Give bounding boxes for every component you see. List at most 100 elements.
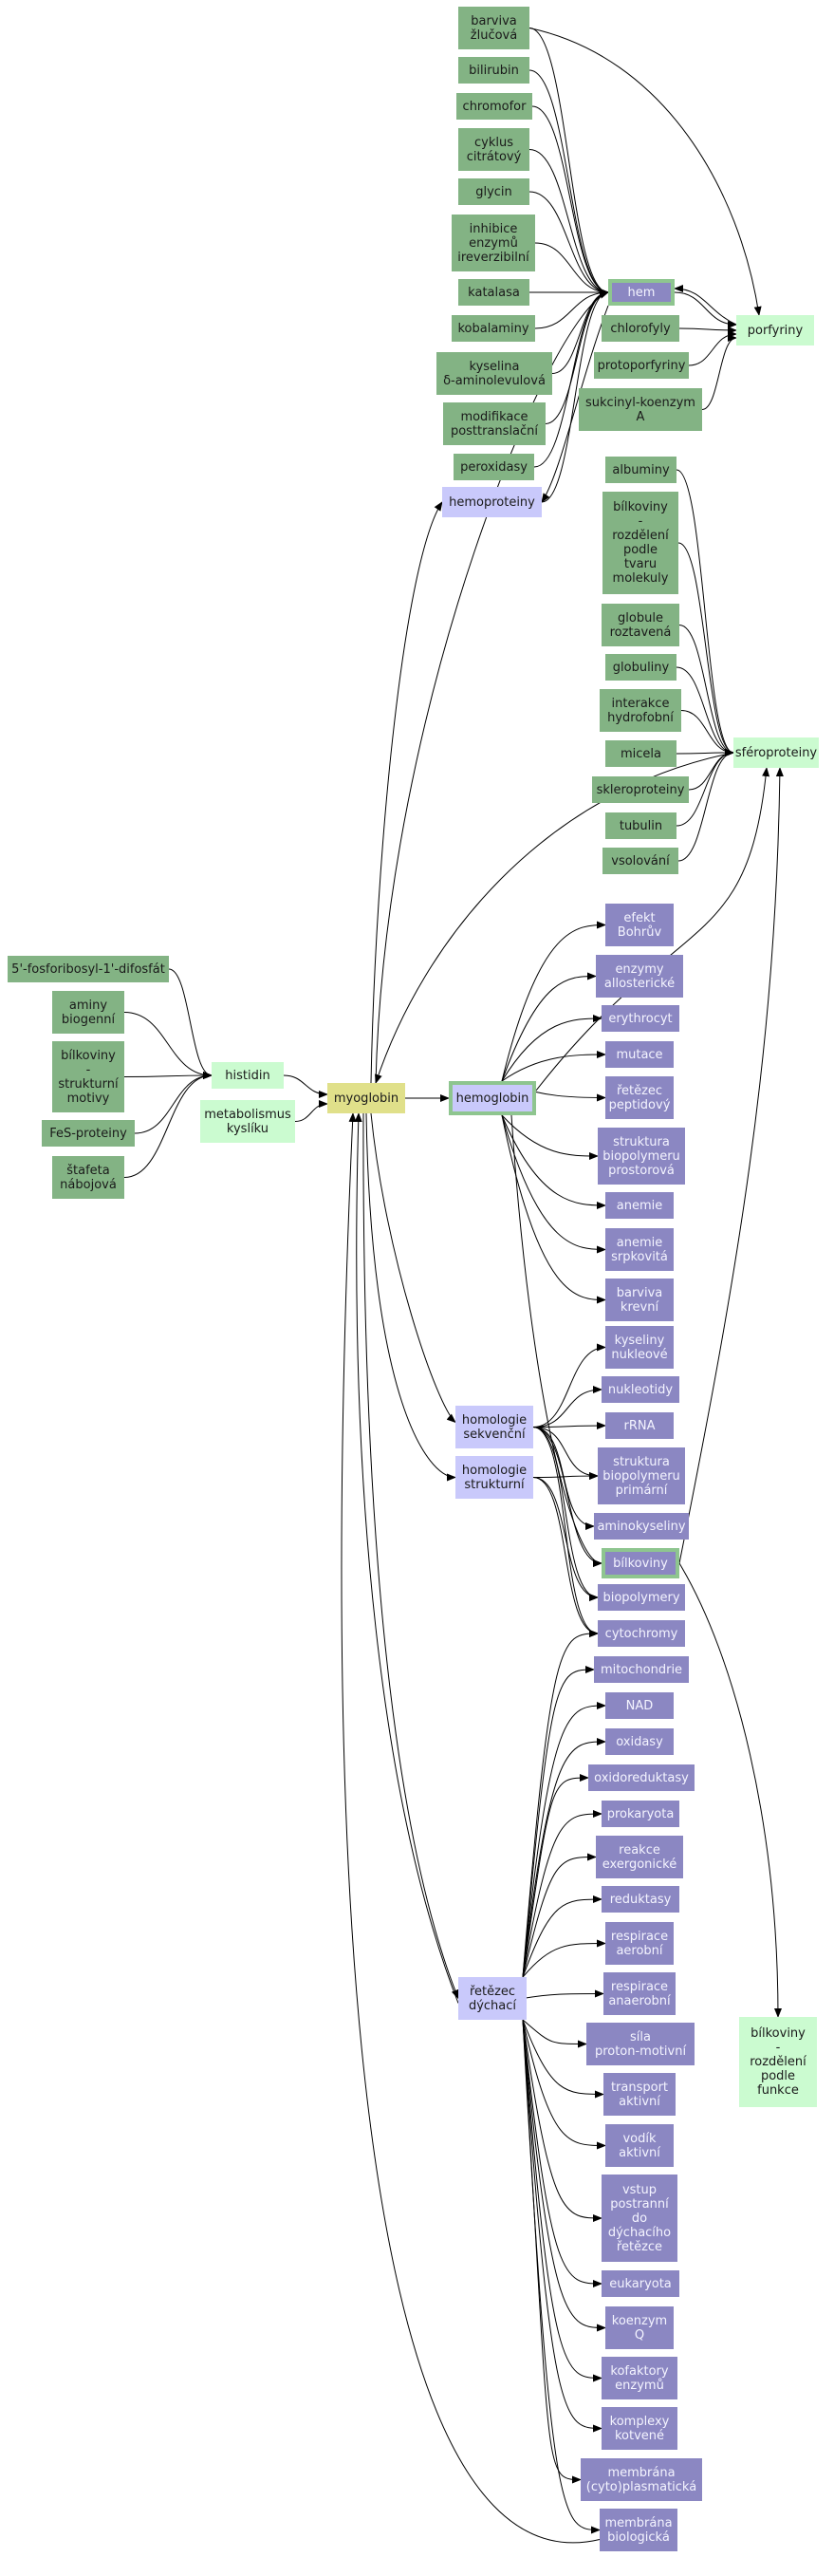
- edge-retezec-dychaci-kofaktory-enzymu: [522, 2019, 602, 2382]
- node-prokaryota[interactable]: prokaryota: [602, 1801, 679, 1827]
- node-tubulin[interactable]: tubulin: [605, 812, 676, 839]
- node-hem[interactable]: hem: [608, 279, 675, 306]
- node-transport-aktivni[interactable]: transport aktivní: [603, 2073, 676, 2116]
- node-bilkoviny[interactable]: bílkoviny: [602, 1548, 679, 1578]
- node-reduktasy[interactable]: reduktasy: [602, 1886, 679, 1913]
- node-biopolymery[interactable]: biopolymery: [598, 1584, 685, 1611]
- edge-globuliny-sferoproteiny: [676, 666, 734, 756]
- node-oxidoreduktasy[interactable]: oxidoreduktasy: [588, 1764, 695, 1791]
- node-myoglobin[interactable]: myoglobin: [327, 1083, 405, 1113]
- node-retezec-dychaci[interactable]: řetězec dýchací: [458, 1977, 527, 2020]
- node-vsolovani[interactable]: vsolování: [602, 848, 678, 874]
- node-homologie-strukturni[interactable]: homologie strukturní: [455, 1456, 533, 1499]
- edge-retezec-dychaci-myoglobin: [354, 1112, 459, 2004]
- node-chlorofyly[interactable]: chlorofyly: [602, 315, 679, 342]
- edge-retezec-dychaci-prokaryota: [522, 1810, 602, 1978]
- edge-retezec-dychaci-cytochromy: [522, 1630, 599, 1978]
- node-peroxidasy[interactable]: peroxidasy: [454, 454, 534, 480]
- node-kofaktory-enzymu[interactable]: kofaktory enzymů: [602, 2357, 677, 2399]
- node-rrna[interactable]: rRNA: [605, 1412, 674, 1439]
- node-bilkoviny-strukturni-motivy[interactable]: bílkoviny - strukturní motivy: [52, 1041, 124, 1112]
- edge-myoglobin-homologie-strukturni: [365, 1112, 456, 1482]
- node-reakce-exergonicke[interactable]: reakce exergonické: [596, 1836, 683, 1878]
- node-glycin[interactable]: glycin: [458, 178, 529, 205]
- node-bilkoviny-funkce[interactable]: bílkoviny - rozdělení podle funkce: [739, 2017, 817, 2107]
- edge-hemoglobin-anemie: [501, 1114, 606, 1209]
- node-interakce-hydrofobni[interactable]: interakce hydrofobní: [600, 689, 681, 732]
- node-vodik-aktivni[interactable]: vodík aktivní: [605, 2124, 674, 2167]
- node-struktura-primarni[interactable]: struktura biopolymeru primární: [598, 1447, 685, 1504]
- edge-barviva-zlucova-hem: [528, 28, 609, 296]
- node-stafeta-nabojova[interactable]: štafeta nábojová: [52, 1156, 124, 1199]
- node-albuminy[interactable]: albuminy: [605, 457, 676, 483]
- node-anemie-srpkovita[interactable]: anemie srpkovitá: [605, 1228, 674, 1271]
- edge-micela-sferoproteiny: [676, 749, 734, 757]
- edge-sukcinyl-koenzym-a-porfyriny: [701, 334, 737, 410]
- node-barviva-zlucova[interactable]: barviva žlučová: [458, 7, 529, 49]
- node-membrana-biologicka[interactable]: membrána biologická: [600, 2509, 677, 2551]
- node-respirace-aerobni[interactable]: respirace aerobní: [605, 1922, 674, 1965]
- node-porfyriny[interactable]: porfyriny: [736, 315, 814, 345]
- node-vstup-postranni[interactable]: vstup postranní do dýchacího řetězce: [602, 2175, 677, 2262]
- edge-retezec-dychaci-reduktasy: [522, 1895, 602, 1978]
- node-histidin[interactable]: histidin: [212, 1062, 284, 1089]
- node-efekt-bohruv[interactable]: efekt Bohrův: [605, 904, 674, 946]
- node-aminy-biogenni[interactable]: aminy biogenní: [52, 991, 124, 1034]
- node-sila-proton-motivni[interactable]: síla proton-motivní: [586, 2023, 695, 2065]
- edge-retezec-dychaci-oxidasy: [522, 1738, 606, 1978]
- node-eukaryota[interactable]: eukaryota: [602, 2270, 679, 2297]
- node-inhibice-enzymu[interactable]: inhibice enzymů ireverzibilní: [452, 215, 535, 271]
- edge-bilkoviny-strukturni-motivy-histidin: [123, 1072, 213, 1080]
- edge-glycin-hem: [528, 191, 609, 296]
- node-mutace[interactable]: mutace: [605, 1041, 674, 1068]
- node-protoporfyriny[interactable]: protoporfyriny: [594, 352, 689, 379]
- edge-metabolismus-kysliku-myoglobin: [294, 1100, 328, 1122]
- node-skleroproteiny[interactable]: skleroproteiny: [592, 776, 689, 803]
- node-homologie-sekvencni[interactable]: homologie sekvenční: [455, 1406, 533, 1448]
- node-globuliny[interactable]: globuliny: [605, 654, 676, 681]
- node-membrana-cytoplasmaticka[interactable]: membrána (cyto)plasmatická: [581, 2458, 702, 2501]
- node-globule-roztavena[interactable]: globule roztavená: [602, 604, 679, 646]
- node-sferoproteiny[interactable]: sféroproteiny: [733, 737, 819, 768]
- edge-homologie-sekvencni-rrna: [532, 1422, 606, 1430]
- edge-barviva-zlucova-porfyriny: [528, 28, 762, 316]
- node-enzymy-allostericke[interactable]: enzymy allosterické: [596, 955, 683, 998]
- node-kobalaminy[interactable]: kobalaminy: [452, 315, 535, 342]
- node-anemie[interactable]: anemie: [605, 1192, 674, 1219]
- node-oxidasy[interactable]: oxidasy: [605, 1728, 674, 1755]
- node-fosforibosyl-difosfat[interactable]: 5'-fosforibosyl-1'-difosfát: [8, 956, 169, 982]
- node-aminokyseliny[interactable]: aminokyseliny: [594, 1513, 689, 1540]
- edge-chromofor-hem: [531, 105, 609, 296]
- node-fes-proteiny[interactable]: FeS-proteiny: [42, 1120, 135, 1147]
- node-micela[interactable]: micela: [605, 740, 676, 767]
- node-barviva-krevni[interactable]: barviva krevní: [605, 1279, 674, 1321]
- edge-fosforibosyl-difosfat-histidin: [168, 968, 213, 1079]
- node-chromofor[interactable]: chromofor: [456, 93, 532, 120]
- node-erythrocyt[interactable]: erythrocyt: [602, 1005, 679, 1032]
- node-katalasa[interactable]: katalasa: [458, 279, 529, 306]
- node-hemoglobin[interactable]: hemoglobin: [449, 1081, 536, 1115]
- node-kyseliny-nukleove[interactable]: kyseliny nukleové: [605, 1326, 674, 1369]
- node-retezec-peptidovy[interactable]: řetězec peptidový: [605, 1076, 674, 1119]
- node-modifikace-posttranslacni[interactable]: modifikace posttranslační: [443, 402, 546, 445]
- node-metabolismus-kysliku[interactable]: metabolismus kyslíku: [200, 1100, 295, 1143]
- node-komplexy-kotvene[interactable]: komplexy kotvené: [602, 2407, 677, 2450]
- node-mitochondrie[interactable]: mitochondrie: [594, 1656, 689, 1683]
- node-cytochromy[interactable]: cytochromy: [598, 1620, 685, 1647]
- edge-retezec-dychaci-respirace-aerobni: [522, 1939, 606, 1978]
- node-struktura-prostorova[interactable]: struktura biopolymeru prostorová: [598, 1128, 685, 1185]
- node-cyklus-citratovy[interactable]: cyklus citrátový: [458, 128, 529, 171]
- node-nukleotidy[interactable]: nukleotidy: [602, 1376, 679, 1403]
- edge-vsolovani-sferoproteiny: [677, 749, 734, 862]
- node-sukcinyl-koenzym-a[interactable]: sukcinyl-koenzym A: [579, 388, 702, 431]
- node-bilirubin[interactable]: bilirubin: [458, 57, 529, 84]
- node-nad[interactable]: NAD: [605, 1692, 674, 1719]
- node-kyselina-aminolevulova[interactable]: kyselina δ-aminolevulová: [436, 352, 552, 395]
- edge-retezec-dychaci-vodik-aktivni: [522, 2019, 606, 2150]
- edge-cyklus-citratovy-hem: [528, 149, 609, 296]
- node-bilkoviny-tvar[interactable]: bílkoviny - rozdělení podle tvaru moleku…: [602, 492, 678, 594]
- node-respirace-anaerobni[interactable]: respirace anaerobní: [603, 1972, 676, 2015]
- node-hemoproteiny[interactable]: hemoproteiny: [442, 487, 542, 517]
- node-koenzym-q[interactable]: koenzym Q: [605, 2306, 674, 2349]
